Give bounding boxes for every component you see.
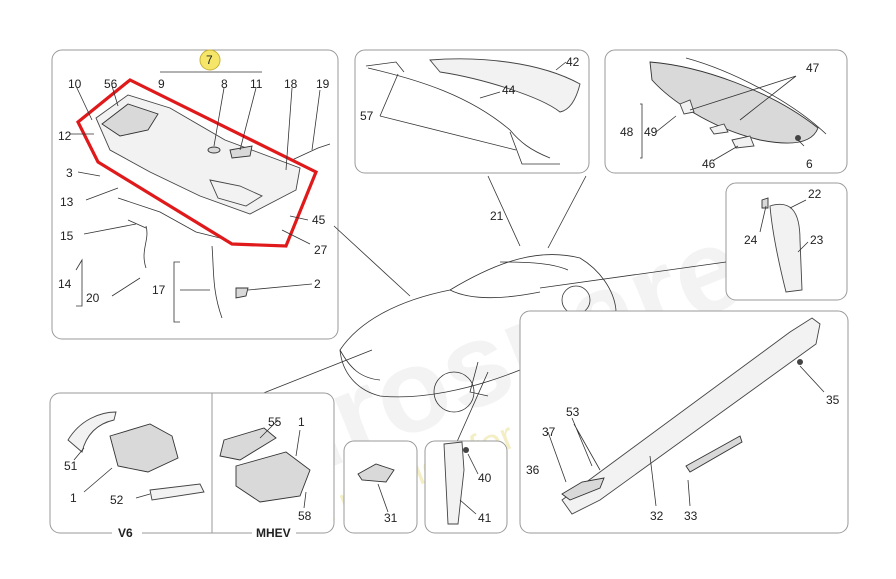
callout-9: 9 [158, 77, 165, 91]
callout-12: 12 [58, 129, 72, 143]
callout-21: 21 [490, 209, 504, 223]
callout-32: 32 [650, 509, 664, 523]
callout-56: 56 [104, 77, 118, 91]
callout-48: 48 [620, 125, 634, 139]
callout-22: 22 [808, 187, 822, 201]
callout-6: 6 [806, 157, 813, 171]
callout-8: 8 [221, 77, 228, 91]
panel-side-skirt: 35 53 37 36 32 33 [519, 310, 849, 534]
callout-42: 42 [566, 55, 580, 69]
callout-45: 45 [312, 213, 326, 227]
callout-18: 18 [284, 77, 298, 91]
callout-3: 3 [66, 166, 73, 180]
callout-17: 17 [152, 283, 166, 297]
callout-49: 49 [644, 125, 658, 139]
callout-58: 58 [298, 509, 312, 523]
callout-47: 47 [806, 61, 820, 75]
panel-spoiler: 42 44 57 [354, 49, 590, 174]
callout-27: 27 [314, 243, 328, 257]
callout-36: 36 [526, 463, 540, 477]
callout-23: 23 [810, 233, 824, 247]
callout-51: 51 [64, 459, 78, 473]
callout-37: 37 [542, 425, 556, 439]
callout-14: 14 [58, 277, 72, 291]
callout-1-v6: 1 [70, 491, 77, 505]
group-title-v6: V6 [118, 526, 133, 540]
panel-trunk-lid: 47 48 49 46 6 [604, 49, 848, 174]
group-title-mhev: MHEV [256, 526, 291, 540]
callout-55: 55 [268, 415, 282, 429]
callout-52: 52 [110, 493, 124, 507]
callout-33: 33 [684, 509, 698, 523]
callout-31: 31 [384, 511, 398, 525]
callout-2: 2 [314, 277, 321, 291]
panel-pillar-trim: 22 24 23 [725, 182, 848, 301]
callout-41: 41 [478, 511, 492, 525]
car-silhouette: 21 [255, 175, 727, 445]
panel-engine-covers: 51 1 52 55 1 58 V6 MHEV [49, 392, 335, 540]
callout-40: 40 [478, 471, 492, 485]
callout-7[interactable]: 7 [206, 53, 213, 67]
callout-13: 13 [60, 195, 74, 209]
callout-20: 20 [86, 291, 100, 305]
callout-10: 10 [68, 77, 82, 91]
callout-1-mhev: 1 [298, 415, 305, 429]
panel-parts-40-41: 40 41 [424, 440, 508, 534]
callout-44: 44 [502, 83, 516, 97]
panel-part-31: 31 [343, 440, 418, 534]
callout-15: 15 [60, 229, 74, 243]
callout-19: 19 [316, 77, 330, 91]
callout-46: 46 [702, 157, 716, 171]
callout-35: 35 [826, 393, 840, 407]
highlighted-callout-badge[interactable] [199, 49, 221, 71]
callout-24: 24 [744, 233, 758, 247]
panel-cowl: 10 56 9 8 11 18 19 12 3 13 15 14 20 17 2… [51, 49, 339, 340]
highlight-frame [75, 78, 319, 248]
callout-57: 57 [360, 109, 374, 123]
callout-53: 53 [566, 405, 580, 419]
callout-11: 11 [250, 77, 263, 91]
